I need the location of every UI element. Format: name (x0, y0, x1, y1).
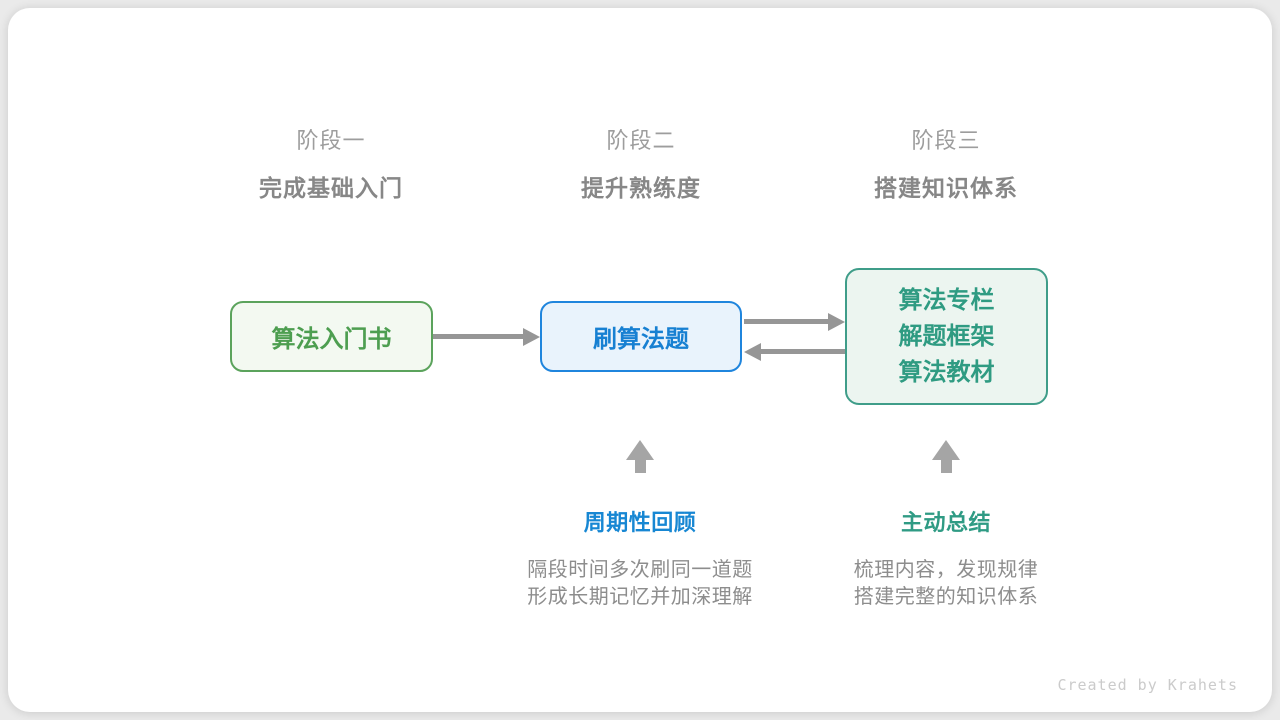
annotation-review-desc-line-1: 隔段时间多次刷同一道题 (527, 559, 753, 581)
phase-1-header: 阶段一 完成基础入门 (181, 126, 481, 203)
phase-3-header: 阶段三 搭建知识体系 (796, 126, 1096, 203)
annotation-summarize-desc-line-1: 梳理内容，发现规律 (853, 559, 1039, 581)
arrowhead-right-icon (523, 328, 540, 346)
annotation-review-desc: 隔段时间多次刷同一道题 形成长期记忆并加深理解 (470, 557, 810, 611)
phase-1-label: 阶段一 (296, 128, 366, 153)
up-arrow-summarize-icon (932, 440, 960, 473)
annotation-review-desc-line-2: 形成长期记忆并加深理解 (527, 586, 753, 608)
up-arrow-review-icon (626, 440, 654, 473)
annotation-summarize-title: 主动总结 (900, 510, 991, 535)
arrowhead-right-icon (828, 313, 845, 331)
annotation-summarize-desc: 梳理内容，发现规律 搭建完整的知识体系 (776, 557, 1116, 611)
phase-2-subtitle: 提升熟练度 (581, 175, 701, 201)
phase-3-label: 阶段三 (911, 128, 981, 153)
annotation-summarize: 主动总结 梳理内容，发现规律 搭建完整的知识体系 (776, 509, 1116, 611)
phase-2-header: 阶段二 提升熟练度 (491, 126, 791, 203)
node-resources-line-3: 算法教材 (898, 358, 995, 386)
node-resources: 算法专栏 解题框架 算法教材 (845, 268, 1048, 405)
credit-text: Created by Krahets (1057, 676, 1238, 694)
node-intro-book-label: 算法入门书 (271, 326, 392, 353)
phase-2-label: 阶段二 (606, 128, 676, 153)
node-practice: 刷算法题 (540, 301, 742, 372)
node-resources-line-1: 算法专栏 (898, 286, 995, 314)
annotation-review: 周期性回顾 隔段时间多次刷同一道题 形成长期记忆并加深理解 (470, 509, 810, 611)
node-intro-book: 算法入门书 (230, 301, 433, 372)
phase-1-subtitle: 完成基础入门 (259, 175, 403, 201)
phase-3-subtitle: 搭建知识体系 (874, 175, 1018, 201)
annotation-review-title: 周期性回顾 (583, 510, 697, 535)
node-practice-label: 刷算法题 (593, 326, 689, 353)
arrowhead-left-icon (744, 343, 761, 361)
annotation-summarize-desc-line-2: 搭建完整的知识体系 (853, 586, 1039, 608)
node-resources-line-2: 解题框架 (898, 322, 995, 350)
